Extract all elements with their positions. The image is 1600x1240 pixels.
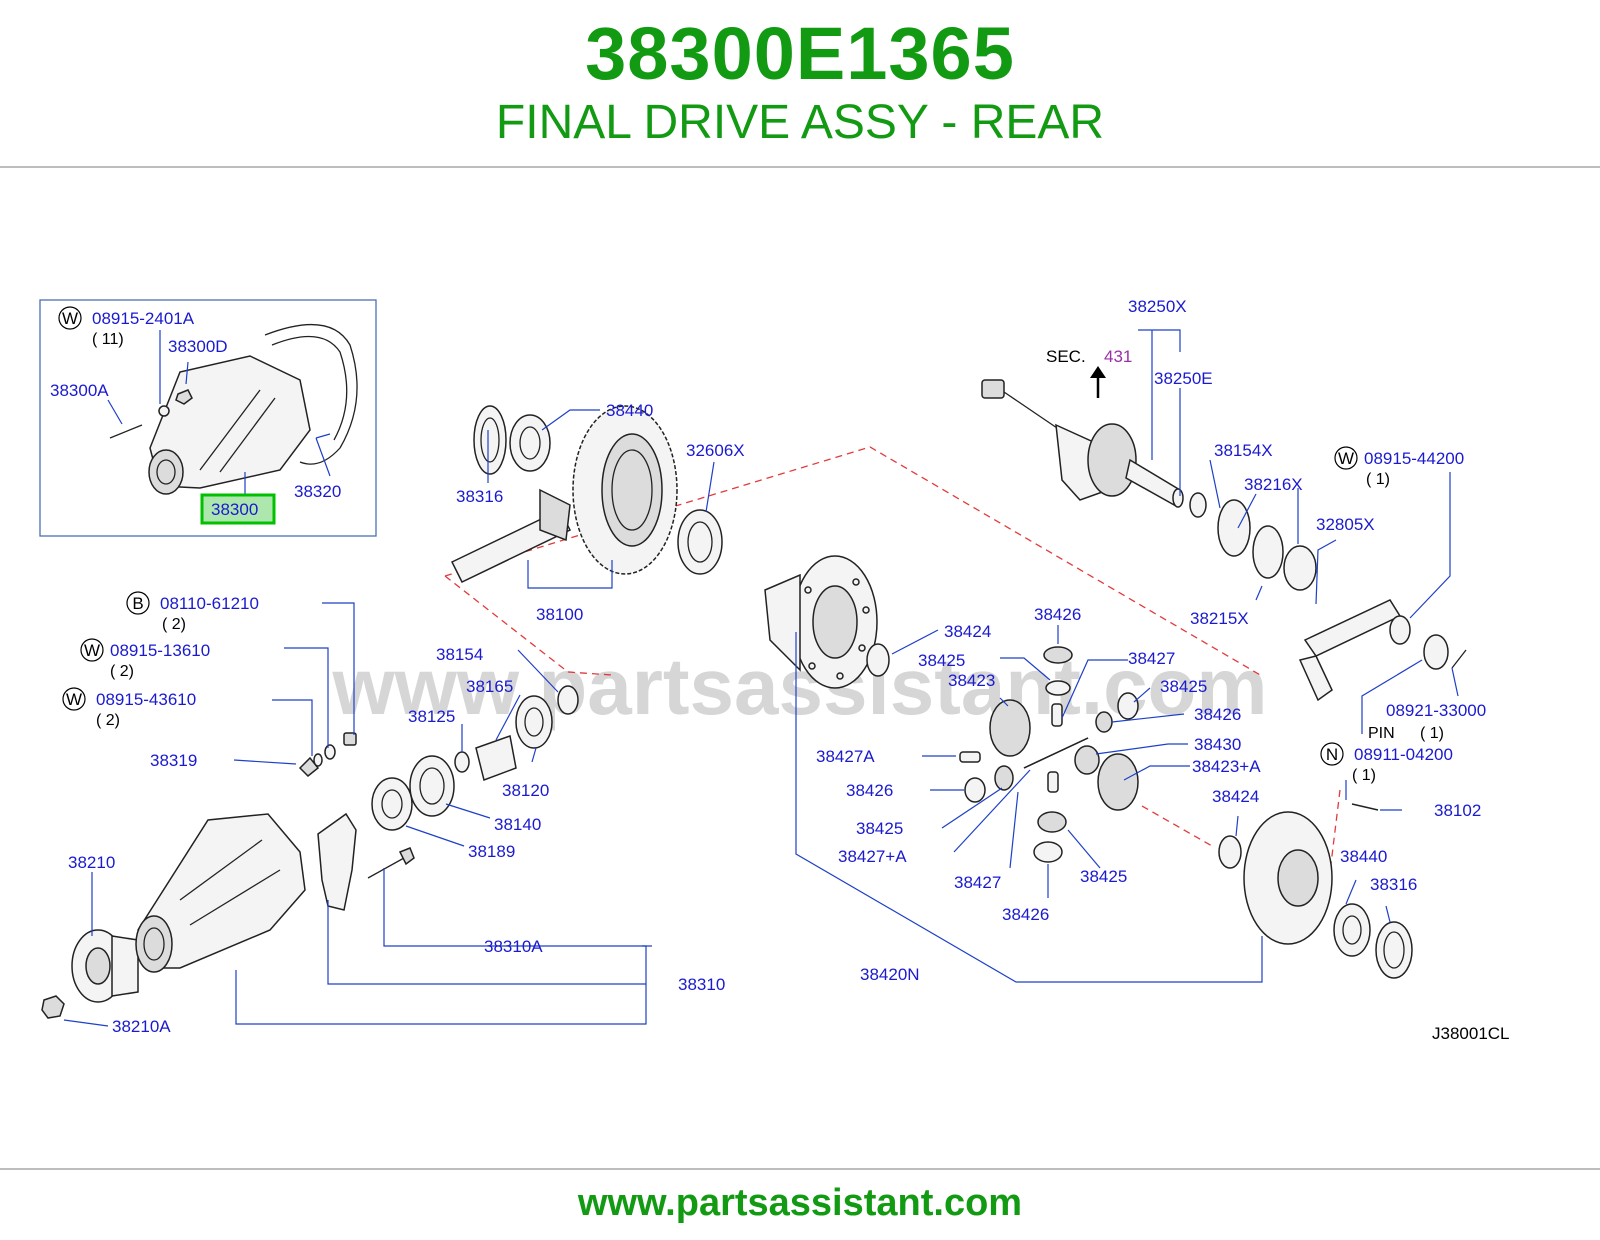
qty-2: ( 2)	[162, 616, 186, 633]
output-yoke-assembly	[1189, 492, 1467, 702]
carrier-housing	[135, 813, 306, 973]
callout-38300a[interactable]: 38300A	[50, 381, 109, 400]
callout-38216x[interactable]: 38216X	[1244, 475, 1303, 494]
qty-2: ( 2)	[110, 663, 134, 680]
section-prefix: SEC.	[1046, 347, 1086, 366]
callout-38424[interactable]: 38424	[1212, 787, 1259, 806]
diagram-code: J38001CL	[1432, 1024, 1510, 1043]
section-number-link[interactable]: 431	[1104, 347, 1132, 366]
header-divider	[0, 166, 1600, 168]
callout-38426[interactable]: 38426	[846, 781, 893, 800]
callout-08911-04200[interactable]: 08911-04200	[1354, 745, 1453, 764]
callout-38316-top[interactable]: 38316	[456, 487, 503, 506]
callout-08915-13610[interactable]: 08915-13610	[110, 641, 210, 660]
pinion-bearing-parts-top	[473, 405, 551, 475]
callout-38427[interactable]: 38427	[954, 873, 1001, 892]
callout-38426[interactable]: 38426	[1002, 905, 1049, 924]
marker-w: W	[84, 641, 100, 660]
footer-divider	[0, 1168, 1600, 1170]
qty-11: ( 11)	[92, 331, 124, 348]
bolt-38102	[1351, 803, 1379, 811]
differential-case	[764, 555, 878, 689]
callout-38430[interactable]: 38430	[1194, 735, 1241, 754]
callout-38425[interactable]: 38425	[856, 819, 903, 838]
assembly-inset-box	[39, 299, 377, 537]
section-arrow	[1090, 366, 1106, 398]
bearing-cap	[317, 812, 415, 911]
callout-38125[interactable]: 38125	[408, 707, 455, 726]
callout-38420n[interactable]: 38420N	[860, 965, 920, 984]
pinion-bearing-chain	[298, 685, 579, 831]
callout-38426[interactable]: 38426	[1034, 605, 1081, 624]
callout-38215x[interactable]: 38215X	[1190, 609, 1249, 628]
pin-label: PIN	[1368, 725, 1395, 742]
callout-08915-43610[interactable]: 08915-43610	[96, 690, 196, 709]
callout-32606x[interactable]: 32606X	[686, 441, 745, 460]
callout-38423-plus-a[interactable]: 38423+A	[1192, 757, 1261, 776]
callout-38427-plus-a[interactable]: 38427+A	[838, 847, 907, 866]
callout-labels: 08915-2401A ( 11) 38300D 38300A 38300 38…	[50, 297, 1510, 1043]
callout-38310[interactable]: 38310	[678, 975, 725, 994]
callout-38427a[interactable]: 38427A	[816, 747, 875, 766]
callout-38100[interactable]: 38100	[536, 605, 583, 624]
qty-1: ( 1)	[1352, 767, 1376, 784]
qty-2: ( 2)	[96, 712, 120, 729]
callout-38440-top[interactable]: 38440	[606, 401, 653, 420]
callout-38154[interactable]: 38154	[436, 645, 483, 664]
assembly-title: FINAL DRIVE ASSY - REAR	[495, 96, 1105, 149]
ring-gear-and-pinion	[450, 405, 678, 583]
marker-w: W	[62, 309, 78, 328]
callout-38140[interactable]: 38140	[494, 815, 541, 834]
qty-1: ( 1)	[1366, 471, 1390, 488]
callout-38424[interactable]: 38424	[944, 622, 991, 641]
callout-38440-bottom[interactable]: 38440	[1340, 847, 1387, 866]
callout-38319[interactable]: 38319	[150, 751, 197, 770]
callout-38250e[interactable]: 38250E	[1154, 369, 1213, 388]
callout-38426[interactable]: 38426	[1194, 705, 1241, 724]
callout-38316-bottom[interactable]: 38316	[1370, 875, 1417, 894]
callout-32805x[interactable]: 32805X	[1316, 515, 1375, 534]
sensor-assembly	[981, 379, 1184, 508]
callout-38320[interactable]: 38320	[294, 482, 341, 501]
callout-38300d[interactable]: 38300D	[168, 337, 228, 356]
callout-38189[interactable]: 38189	[468, 842, 515, 861]
callout-38102[interactable]: 38102	[1434, 801, 1481, 820]
callout-38427[interactable]: 38427	[1128, 649, 1175, 668]
callout-08915-2401a[interactable]: 08915-2401A	[92, 309, 195, 328]
callout-38310a[interactable]: 38310A	[484, 937, 543, 956]
callout-38210[interactable]: 38210	[68, 853, 115, 872]
part-number-title: 38300E1365	[585, 12, 1015, 95]
companion-flange	[41, 929, 139, 1019]
spec-markers: W B W W W N	[58, 306, 1358, 766]
page-header: 38300E1365 FINAL DRIVE ASSY - REAR	[0, 0, 1600, 170]
footer-website-link[interactable]: www.partsassistant.com	[577, 1182, 1023, 1224]
differential-internal-parts	[866, 643, 1242, 869]
side-bearing	[677, 509, 723, 575]
callout-38154x[interactable]: 38154X	[1214, 441, 1273, 460]
callout-38300-highlighted[interactable]: 38300	[211, 500, 258, 519]
callout-38423[interactable]: 38423	[948, 671, 995, 690]
marker-w: W	[1338, 449, 1354, 468]
callout-38425[interactable]: 38425	[1160, 677, 1207, 696]
leader-lines	[63, 329, 1459, 1027]
qty-1: ( 1)	[1420, 725, 1444, 742]
callout-38250x[interactable]: 38250X	[1128, 297, 1187, 316]
callout-38425[interactable]: 38425	[1080, 867, 1127, 886]
callout-38120[interactable]: 38120	[502, 781, 549, 800]
callout-38425[interactable]: 38425	[918, 651, 965, 670]
callout-08915-44200[interactable]: 08915-44200	[1364, 449, 1464, 468]
highlighted-part-box	[200, 493, 276, 525]
callout-08110-61210[interactable]: 08110-61210	[160, 594, 259, 613]
callout-38165[interactable]: 38165	[466, 677, 513, 696]
callout-38210a[interactable]: 38210A	[112, 1017, 171, 1036]
marker-b: B	[132, 594, 143, 613]
callout-08921-33000[interactable]: 08921-33000	[1386, 701, 1486, 720]
inset-carrier-assembly	[109, 324, 358, 495]
marker-n: N	[1326, 745, 1338, 764]
marker-w: W	[66, 690, 82, 709]
differential-case-bottom	[1243, 811, 1413, 979]
